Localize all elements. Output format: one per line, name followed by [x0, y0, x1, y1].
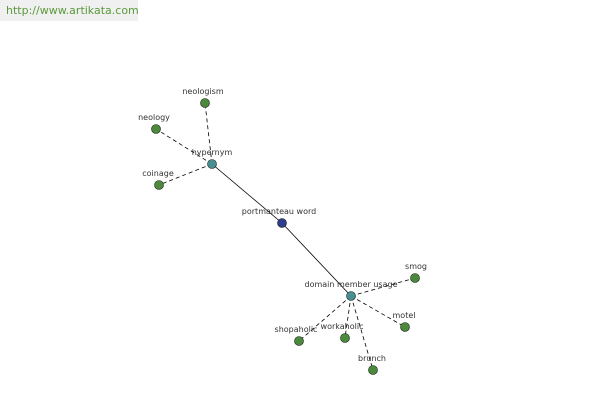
edges-layer — [155, 102, 416, 371]
edge-domain-member-usage-to-brunch — [350, 295, 374, 371]
edge-hypernym-to-neology — [155, 128, 213, 165]
node-neology[interactable]: neology — [138, 113, 170, 134]
node-hypernym[interactable]: hypernym — [192, 148, 233, 169]
node-brunch-label[interactable]: brunch — [358, 354, 386, 363]
node-motel-label[interactable]: motel — [393, 311, 416, 320]
node-workaholic-label[interactable]: workaholic — [321, 322, 364, 331]
edge-portmanteau-word-to-domain-member-usage — [281, 222, 352, 297]
edge-domain-member-usage-to-shopaholic — [298, 295, 352, 342]
node-portmanteau-word-dot[interactable] — [277, 218, 287, 228]
node-smog-label[interactable]: smog — [405, 262, 427, 271]
node-neologism[interactable]: neologism — [182, 87, 224, 108]
nodes-layer: portmanteau word hypernym domain member us… — [138, 87, 427, 375]
node-hypernym-dot[interactable] — [207, 159, 217, 169]
node-neologism-dot[interactable] — [200, 98, 210, 108]
node-workaholic[interactable]: workaholic — [321, 322, 364, 343]
node-shopaholic-dot[interactable] — [294, 336, 304, 346]
node-portmanteau-word[interactable]: portmanteau word — [242, 207, 316, 228]
node-hypernym-label[interactable]: hypernym — [192, 148, 233, 157]
node-neology-label[interactable]: neology — [138, 113, 170, 122]
node-portmanteau-word-label[interactable]: portmanteau word — [242, 207, 316, 216]
node-neologism-label[interactable]: neologism — [182, 87, 223, 96]
node-neology-dot[interactable] — [151, 124, 161, 134]
node-coinage[interactable]: coinage — [142, 169, 174, 190]
node-smog[interactable]: smog — [405, 262, 427, 283]
node-motel-dot[interactable] — [400, 322, 410, 332]
node-smog-dot[interactable] — [410, 273, 420, 283]
edge-hypernym-to-neologism — [204, 102, 213, 165]
node-domain-member-usage-label[interactable]: domain member usage — [305, 280, 398, 289]
edge-domain-member-usage-to-motel — [350, 295, 406, 328]
edge-domain-member-usage-to-workaholic — [344, 295, 352, 339]
watermark-url[interactable]: http://www.artikata.com — [0, 0, 139, 21]
edge-hypernym-to-coinage — [158, 163, 213, 186]
node-coinage-dot[interactable] — [154, 180, 164, 190]
edge-portmanteau-word-to-hypernym — [211, 163, 283, 224]
node-shopaholic[interactable]: shopaholic — [275, 325, 318, 346]
node-brunch-dot[interactable] — [368, 365, 378, 375]
node-domain-member-usage-dot[interactable] — [346, 291, 356, 301]
node-coinage-label[interactable]: coinage — [142, 169, 174, 178]
node-shopaholic-label[interactable]: shopaholic — [275, 325, 318, 334]
node-motel[interactable]: motel — [393, 311, 416, 332]
node-workaholic-dot[interactable] — [340, 333, 350, 343]
node-domain-member-usage[interactable]: domain member usage — [305, 280, 398, 301]
node-brunch[interactable]: brunch — [358, 354, 386, 375]
